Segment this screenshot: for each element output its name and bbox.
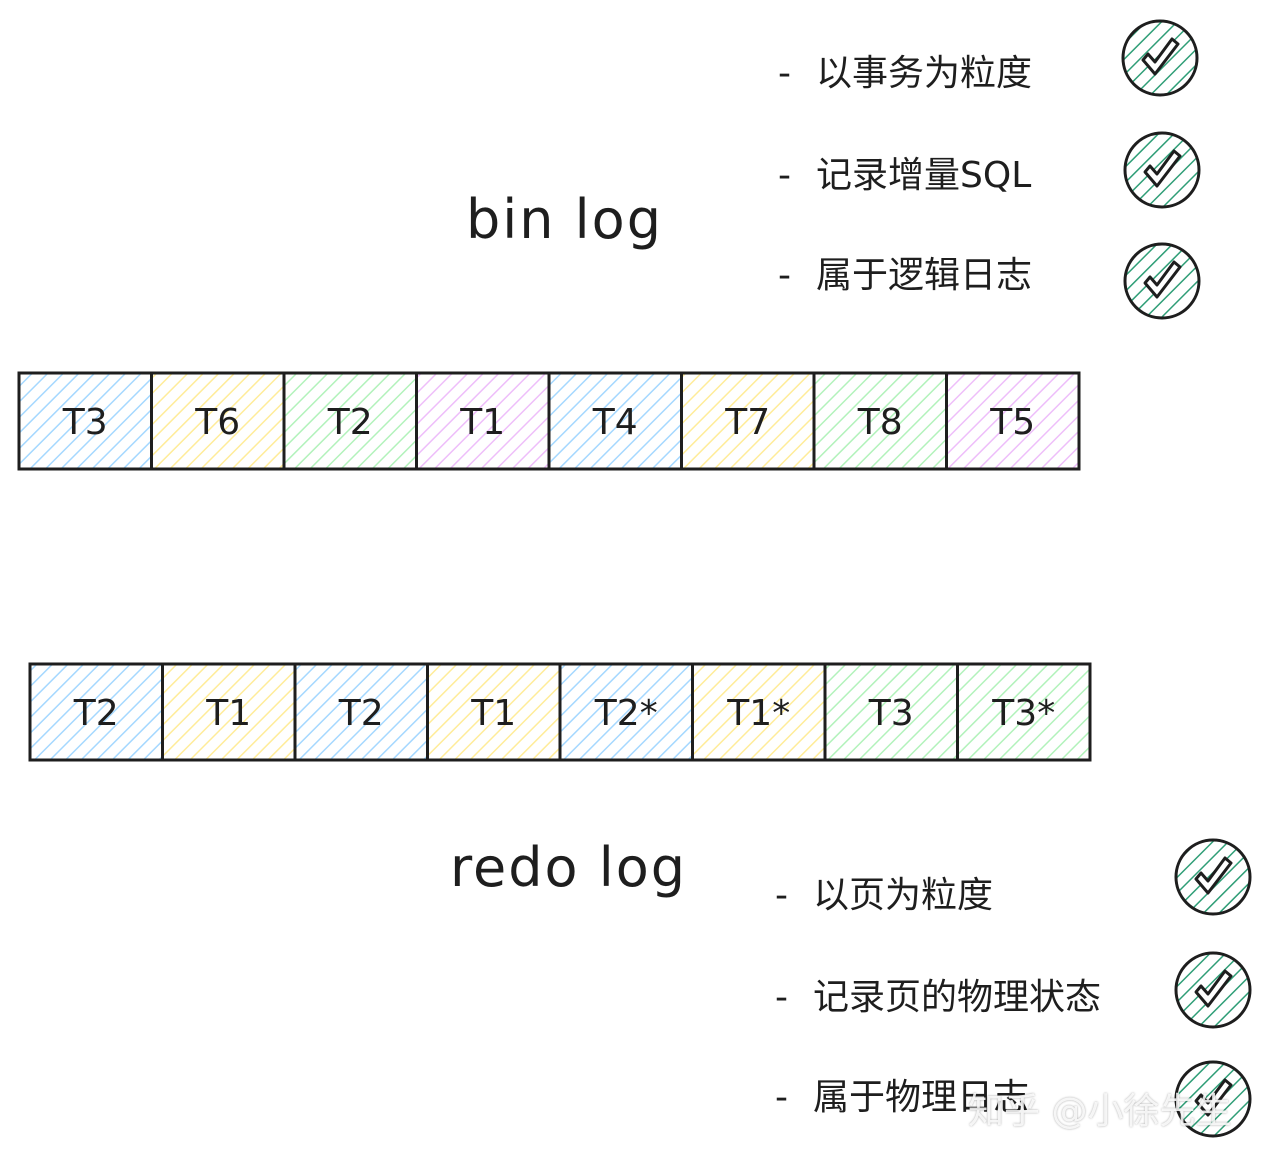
binlog-cell-label: T6 (194, 402, 240, 443)
watermark: 知乎 @小徐先生 (968, 1091, 1232, 1132)
redolog-cell-label: T2* (594, 693, 658, 734)
bullet-dash: - (775, 977, 788, 1018)
binlog-cell-box (415, 371, 551, 471)
binlog-cell-label: T2 (327, 402, 373, 443)
binlog-property-text: 以事务为粒度 (816, 53, 1033, 94)
binlog-cell-box (150, 371, 286, 471)
binlog-cell-label: T5 (989, 402, 1035, 443)
redolog-property-2: -记录页的物理状态 (775, 968, 1101, 1020)
binlog-cell-box (945, 371, 1081, 471)
binlog-property-3: -属于逻辑日志 (778, 246, 1032, 298)
binlog-property-text: 记录增量SQL (816, 155, 1032, 196)
redolog-cell-5: T2* (558, 662, 694, 762)
binlog-cell-box (17, 371, 153, 471)
binlog-row: T3 T6 T2 T1 T4 T7 T8 T5 (17, 371, 1081, 471)
binlog-cell-5: T4 (547, 371, 683, 471)
redolog-property-text: 以页为粒度 (813, 875, 994, 916)
redolog-row: T2 T1 T2 T1 T2* T1* T3 T3* (28, 662, 1092, 762)
binlog-cell-6: T7 (680, 371, 816, 471)
redolog-cell-box (558, 662, 694, 762)
binlog-cell-2: T6 (150, 371, 286, 471)
redolog-cell-4: T1 (426, 662, 562, 762)
binlog-cell-1: T3 (17, 371, 153, 471)
redolog-cell-label: T2 (338, 693, 384, 734)
binlog-cell-8: T5 (945, 371, 1081, 471)
check-circle-icon (1123, 242, 1201, 320)
redolog-cell-2: T1 (161, 662, 297, 762)
redolog-cell-box (823, 662, 959, 762)
redolog-cell-1: T2 (28, 662, 164, 762)
binlog-cell-label: T8 (857, 402, 903, 443)
check-circle-icon (1123, 131, 1201, 209)
redolog-property-1: -以页为粒度 (775, 866, 993, 918)
redolog-property-3: -属于物理日志 (775, 1068, 1029, 1120)
bullet-dash: - (778, 53, 791, 94)
redolog-cell-7: T3 (823, 662, 959, 762)
redolog-cell-label: T1* (726, 693, 790, 734)
redolog-cell-label: T3 (868, 693, 914, 734)
redolog-cell-box (956, 662, 1092, 762)
binlog-cell-box (547, 371, 683, 471)
redolog-cell-label: T3* (991, 693, 1055, 734)
check-circle-icon (1174, 951, 1252, 1029)
bullet-dash: - (775, 875, 788, 916)
check-circle-icon (1174, 1060, 1252, 1138)
redolog-cell-8: T3* (956, 662, 1092, 762)
redolog-property-text: 属于物理日志 (813, 1077, 1030, 1118)
redolog-cell-6: T1* (691, 662, 827, 762)
binlog-title: bin log (466, 188, 663, 251)
redolog-cell-3: T2 (293, 662, 429, 762)
redolog-title: redo log (450, 836, 688, 899)
redolog-property-text: 记录页的物理状态 (813, 977, 1102, 1018)
bullet-dash: - (778, 255, 791, 296)
binlog-cell-4: T1 (415, 371, 551, 471)
redolog-cell-box (161, 662, 297, 762)
check-circle-icon (1174, 838, 1252, 916)
binlog-cell-label: T3 (62, 402, 108, 443)
binlog-property-2: -记录增量SQL (778, 146, 1031, 198)
redolog-cell-box (28, 662, 164, 762)
redolog-cell-label: T1 (470, 693, 516, 734)
redolog-cell-label: T2 (73, 693, 119, 734)
binlog-cell-label: T1 (459, 402, 505, 443)
binlog-cell-label: T7 (724, 402, 770, 443)
binlog-property-1: -以事务为粒度 (778, 44, 1032, 96)
binlog-property-text: 属于逻辑日志 (816, 255, 1033, 296)
binlog-cell-box (680, 371, 816, 471)
binlog-cell-3: T2 (282, 371, 418, 471)
redolog-cell-box (691, 662, 827, 762)
bullet-dash: - (778, 155, 791, 196)
check-circle-icon (1121, 19, 1199, 97)
bullet-dash: - (775, 1077, 788, 1118)
binlog-cell-label: T4 (592, 402, 638, 443)
redolog-cell-label: T1 (205, 693, 251, 734)
binlog-cell-7: T8 (812, 371, 948, 471)
check-icons (1121, 19, 1252, 1138)
